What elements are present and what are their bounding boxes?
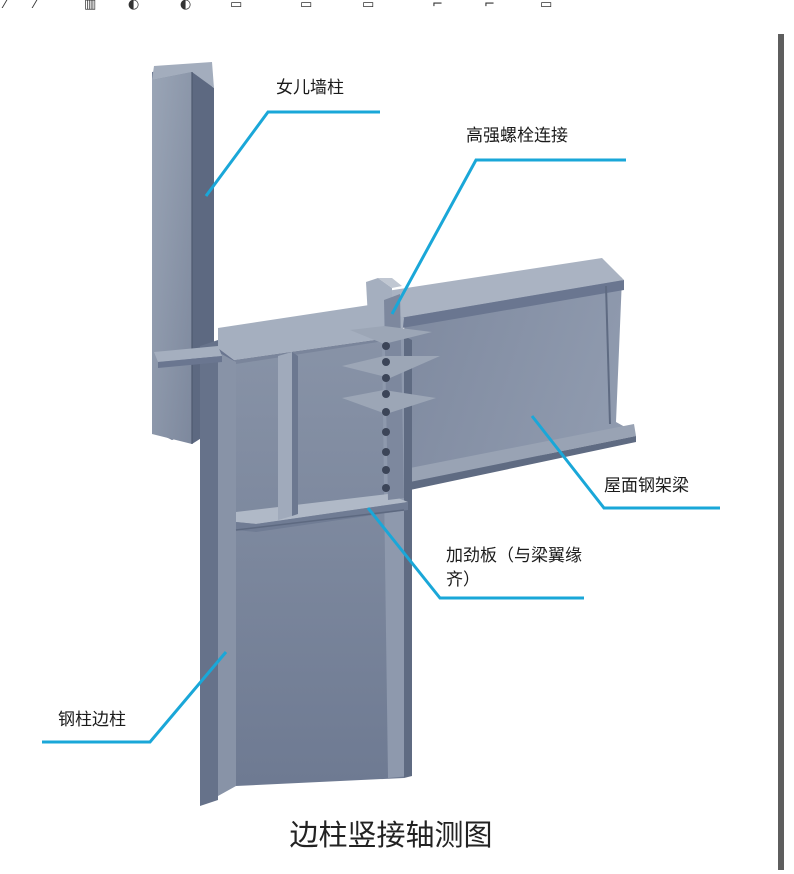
label-roof-steel-beam: 屋面钢架梁 [604, 476, 689, 496]
toolbar-strip: ⁄ ⁄ ▥ ◐ ◐ ▭ ▭ ▭ ⌐ ⌐ ▭ [0, 0, 794, 16]
toolbar-bracket-icon: ⌐ [432, 0, 443, 12]
leader-lines [42, 110, 720, 744]
toolbar-circle-icon: ◐ [180, 0, 192, 12]
label-high-strength-bolt: 高强螺栓连接 [466, 126, 568, 146]
bolt-connection-shape [342, 278, 440, 500]
right-divider [778, 34, 784, 870]
toolbar-box-icon: ▭ [230, 0, 243, 12]
diagram-caption: 边柱竖接轴测图 [0, 812, 794, 854]
edge-column-shape [200, 336, 412, 806]
toolbar-box-icon: ▭ [300, 0, 313, 12]
toolbar-circle-icon: ◐ [128, 0, 140, 12]
toolbar-box-icon: ▭ [362, 0, 375, 12]
caption-text: 边柱竖接轴测图 [289, 818, 493, 852]
toolbar-glyph-icon: ⁄ [34, 0, 37, 12]
toolbar-box-icon: ▭ [540, 0, 553, 12]
parapet-connector-plate [154, 346, 222, 368]
label-stiffener-plate: 加劲板（与梁翼缘齐） [446, 546, 582, 590]
toolbar-grid-icon: ▥ [84, 0, 97, 12]
label-edge-steel-column: 钢柱边柱 [58, 710, 126, 730]
label-parapet-column: 女儿墙柱 [276, 78, 344, 98]
toolbar-glyph-icon: ⁄ [4, 0, 7, 12]
roof-beam-shape [380, 258, 636, 490]
toolbar-bracket-icon: ⌐ [484, 0, 495, 12]
